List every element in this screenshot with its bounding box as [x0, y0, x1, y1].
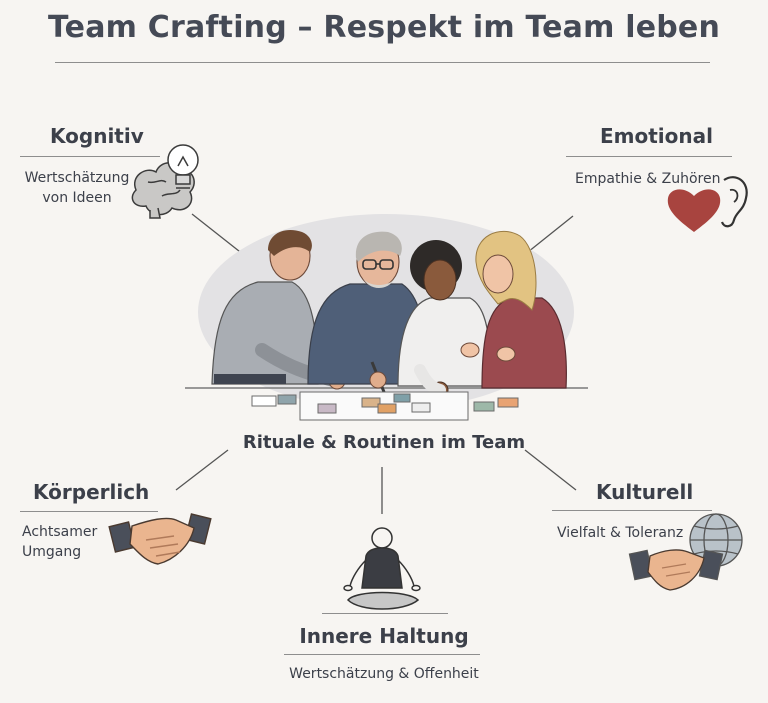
text-koerperlich-line-1: Achtsamer — [22, 524, 98, 540]
connector-koerperlich — [175, 449, 229, 491]
text-kognitiv-line-2: von Ideen — [42, 190, 112, 206]
rule-kulturell — [552, 510, 712, 511]
globe-handshake-icon — [628, 513, 743, 591]
rule-koerperlich — [20, 511, 158, 512]
heading-kulturell: Kulturell — [596, 480, 694, 504]
brain-lightbulb-icon — [131, 144, 199, 219]
heart-ear-icon — [667, 176, 748, 232]
connector-kognitiv — [191, 213, 245, 256]
person-older-man — [307, 231, 427, 393]
meditation-icon — [343, 527, 421, 610]
center-label: Rituale & Routinen im Team — [242, 432, 526, 453]
rule-kognitiv — [20, 156, 160, 157]
heading-innere-haltung: Innere Haltung — [299, 624, 469, 648]
connector-emotional — [527, 215, 574, 253]
heading-emotional: Emotional — [600, 124, 713, 148]
table-papers — [251, 391, 519, 421]
text-koerperlich-line-2: Umgang — [22, 544, 82, 560]
text-innere-haltung-line-1: Wertschätzung & Offenheit — [289, 666, 479, 682]
person-blonde-woman — [460, 230, 567, 389]
rule-innere-haltung-bottom — [284, 654, 480, 655]
heading-kognitiv: Kognitiv — [50, 124, 144, 148]
title-divider — [55, 62, 710, 63]
handshake-icon — [108, 513, 212, 565]
rule-innere-haltung-top — [322, 613, 448, 614]
heading-koerperlich: Körperlich — [33, 480, 150, 504]
person-curly-woman — [397, 240, 491, 399]
rule-emotional — [566, 156, 732, 157]
page-title: Team Crafting – Respekt im Team leben — [47, 10, 721, 45]
text-kulturell-line-1: Vielfalt & Toleranz — [557, 525, 684, 541]
text-kognitiv-line-1: Wertschätzung — [24, 170, 130, 186]
connector-kulturell — [524, 449, 577, 491]
text-emotional-line-1: Empathie & Zuhören — [575, 171, 721, 187]
